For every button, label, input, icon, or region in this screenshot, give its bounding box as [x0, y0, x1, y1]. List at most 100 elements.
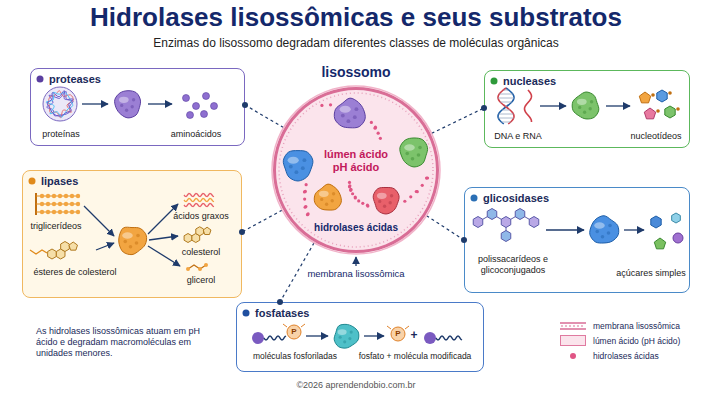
chain-atom [70, 210, 74, 214]
chain-atom [58, 210, 62, 214]
drawing-part [301, 166, 305, 170]
dashed-connector [432, 108, 484, 133]
molecule [252, 332, 264, 344]
chain-atom [40, 194, 44, 198]
drawing-part [590, 216, 619, 243]
hydrolase-dot [303, 197, 306, 200]
drawing-part [378, 200, 381, 203]
hydrolase-dot [320, 104, 323, 107]
node-heading: proteases [49, 73, 101, 86]
amino-acid [211, 103, 218, 110]
legend-swatch [560, 335, 586, 346]
connector-dot [242, 102, 248, 108]
arrow [624, 229, 644, 230]
drawing-part [339, 336, 342, 339]
legend-text: membrana lisossômica [593, 321, 680, 331]
amino-acid [183, 95, 190, 102]
chain-atom [40, 210, 44, 214]
nucleotide [657, 90, 667, 102]
phosphate-dot [676, 107, 680, 111]
dashed-connector [242, 210, 282, 232]
drawing-part [390, 194, 393, 197]
drawing-part [129, 245, 133, 249]
note-text: As hidrolases lisossômicas atuam em pH á… [36, 326, 208, 358]
steroid-ring [48, 249, 57, 259]
chain-atom [58, 202, 62, 206]
arrow [82, 103, 108, 104]
drawing-part [314, 184, 341, 210]
membrane-sample-dot [581, 325, 583, 327]
drawing-part [404, 144, 415, 151]
simple-sugar [673, 233, 683, 243]
node-label: glicerol [187, 275, 216, 286]
phosphate-dot [668, 91, 672, 95]
arrow [148, 204, 178, 234]
nucleotide [665, 106, 675, 118]
enzyme-blob [373, 187, 399, 214]
chain-atom [64, 210, 68, 214]
enzyme-blob [334, 98, 365, 128]
drawing-part [132, 98, 135, 101]
nucleotide [639, 92, 650, 103]
hydrolase-dot [374, 126, 377, 129]
plus-sign: + [410, 328, 417, 342]
drawing-part [334, 324, 359, 348]
hydrolase-dot [366, 205, 369, 208]
hydrolase-dot [349, 189, 352, 192]
chain-atom [46, 210, 50, 214]
sugar-ring [501, 217, 511, 228]
membrane [275, 89, 438, 252]
drawing-part [119, 227, 147, 254]
chain [184, 198, 214, 201]
drawing-part [383, 205, 386, 208]
hydrolase-dot [305, 183, 308, 186]
legend: membrana lisossômica lúmen ácido (pH ácid… [560, 318, 680, 363]
enzyme-blob [115, 91, 141, 118]
drawing-part [590, 100, 593, 103]
hydrolase-dot [361, 202, 364, 205]
base-pair [499, 94, 512, 95]
arrow [606, 105, 630, 106]
drawing-part [123, 240, 127, 244]
connector-dot [481, 105, 487, 111]
hydrolase-dot [357, 199, 360, 202]
base-pair [505, 106, 507, 107]
arrow [306, 335, 328, 336]
phosphate-group [391, 327, 405, 341]
sugar-ring [501, 231, 511, 242]
legend-row: lúmen ácido (pH ácido) [560, 333, 680, 348]
title: Hidrolases lisossômicas e seus substrato… [0, 2, 712, 33]
heading-dot [243, 310, 250, 317]
hydrolase-dot [303, 190, 306, 193]
enzyme-blob [590, 216, 619, 243]
drawing-part [120, 104, 123, 107]
enzyme-blob [119, 227, 147, 254]
glycerol-atom [204, 263, 208, 267]
arrow [546, 229, 584, 230]
drawing-part [320, 198, 323, 201]
drawing-part [338, 329, 347, 335]
connector-dot [461, 237, 467, 243]
amino-acid [203, 93, 210, 100]
chain [264, 336, 286, 340]
chain [184, 203, 214, 206]
drawing-part [325, 203, 328, 206]
base-pair [501, 122, 510, 123]
drawing-part [589, 107, 592, 110]
drawing-part [283, 151, 313, 181]
node-label: ésteres de colesterol [33, 267, 116, 278]
phosphate-symbol: P [291, 327, 296, 337]
steroid-ring [184, 234, 192, 243]
drawing-part [343, 340, 346, 343]
drawing-part [578, 106, 581, 109]
enzyme-blob [314, 184, 341, 210]
drawing-part [122, 232, 133, 239]
node-label: aminoácidos [171, 129, 222, 140]
drawing-part [353, 115, 357, 119]
base-pair [500, 102, 512, 103]
drawing-part [302, 158, 306, 162]
drawing-part [115, 91, 141, 118]
legend-row: hidrolases ácidas [560, 348, 680, 363]
hydrolase-dot [379, 137, 382, 140]
drawing-part [119, 97, 129, 103]
